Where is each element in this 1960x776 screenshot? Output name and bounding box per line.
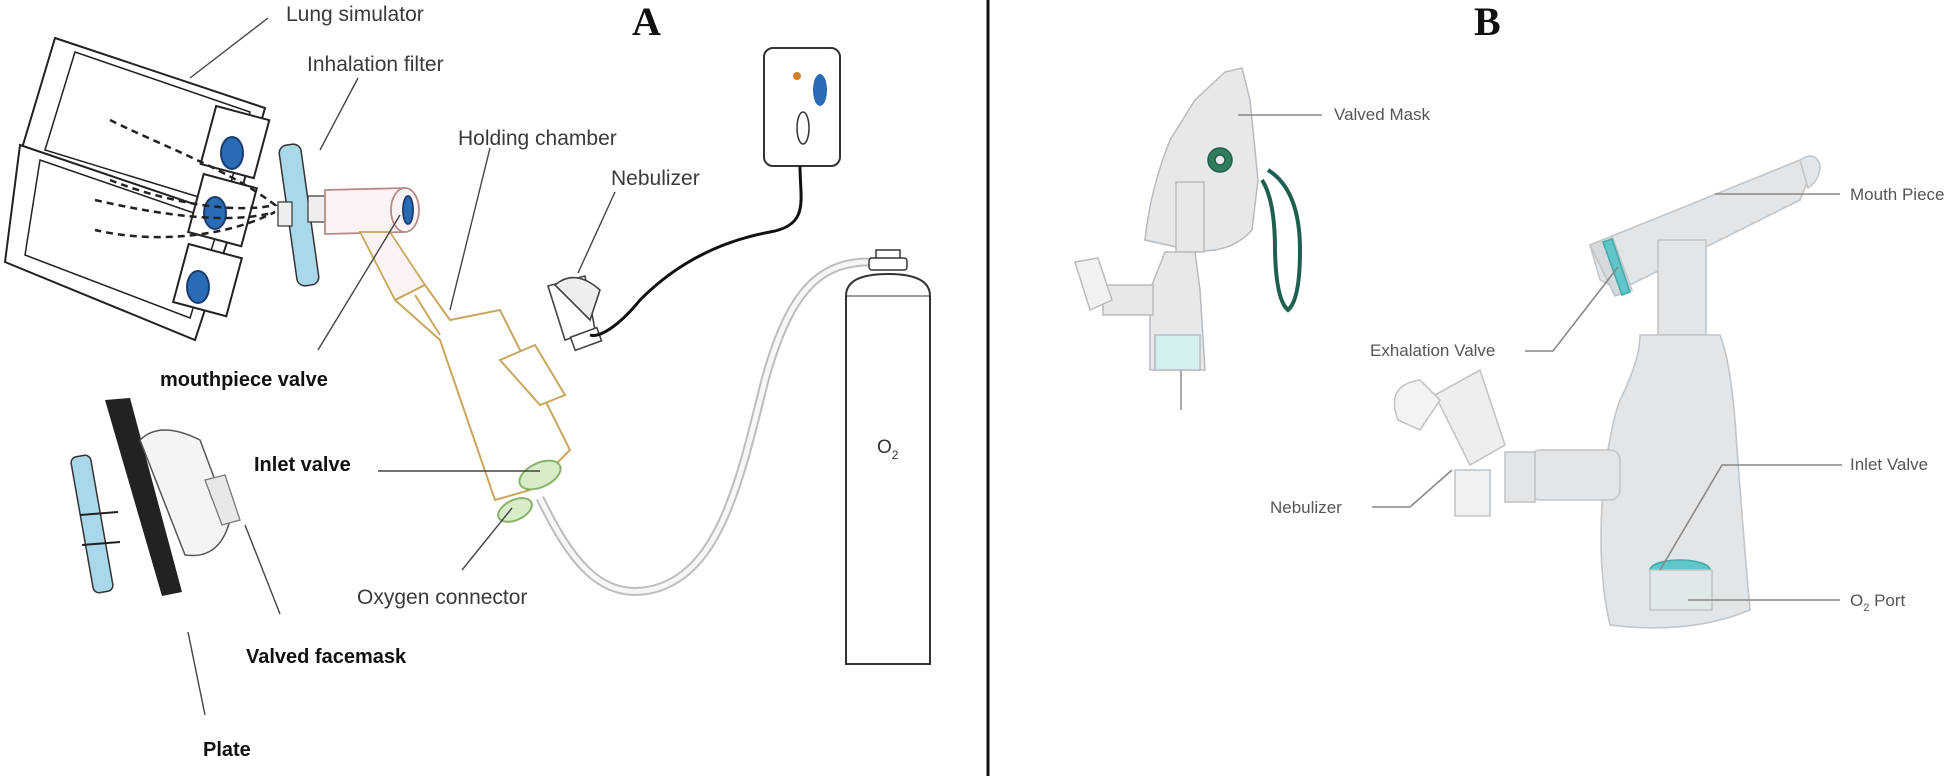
nebulizer: [546, 275, 603, 352]
large-device: [1393, 155, 1821, 629]
holding-chamber: [393, 283, 572, 523]
leader-holding-chamber: [449, 147, 491, 311]
oxygen-cylinder: [845, 249, 931, 665]
label-o2-cylinder: O2: [877, 437, 899, 462]
label-holding-chamber: Holding chamber: [458, 127, 617, 150]
leader-nebulizer-b: [1372, 469, 1453, 508]
label-mouth-piece: Mouth Piece: [1850, 185, 1945, 204]
mouthpiece-valve: [324, 187, 427, 302]
label-inlet-valve: Inlet valve: [254, 454, 351, 476]
label-exhalation-valve: Exhalation Valve: [1370, 341, 1495, 360]
leader-mouthpiece-valve: [317, 214, 401, 351]
label-inlet-valve-b: Inlet Valve: [1850, 455, 1928, 474]
small-device-with-mask: [1074, 67, 1303, 410]
label-lung-simulator: Lung simulator: [286, 3, 424, 26]
panel-a: Lung simulator Inhalation filter Holding…: [3, 3, 931, 761]
wall-outlet: [763, 47, 841, 167]
label-o2-port: O2 Port: [1850, 591, 1906, 614]
panel-b: Valved Mask Mouth Piece Exhalation Valve…: [1074, 67, 1945, 629]
label-mouthpiece-valve: mouthpiece valve: [160, 369, 328, 391]
label-nebulizer: Nebulizer: [611, 167, 700, 190]
nebulizer-power-cable: [589, 165, 803, 337]
leader-plate: [187, 631, 206, 716]
label-oxygen-connector: Oxygen connector: [357, 586, 527, 609]
label-nebulizer-b: Nebulizer: [1270, 498, 1342, 517]
leader-lung-simulator: [189, 17, 269, 79]
leader-nebulizer: [577, 191, 616, 274]
label-plate: Plate: [203, 739, 251, 761]
leader-valved-facemask: [244, 524, 281, 615]
label-valved-facemask: Valved facemask: [246, 646, 407, 668]
valved-facemask-assembly: [70, 398, 241, 596]
panel-a-letter: A: [632, 0, 661, 44]
leader-oxygen-connector: [461, 507, 513, 571]
inhalation-filter: [277, 143, 327, 287]
leader-exhalation-valve: [1525, 266, 1619, 352]
label-inhalation-filter: Inhalation filter: [307, 53, 444, 76]
label-valved-mask: Valved Mask: [1334, 105, 1431, 124]
leader-inhalation-filter: [319, 77, 359, 151]
leader-inlet-valve-b: [1659, 464, 1842, 571]
panel-b-letter: B: [1474, 0, 1501, 44]
lung-simulator: [3, 36, 278, 342]
